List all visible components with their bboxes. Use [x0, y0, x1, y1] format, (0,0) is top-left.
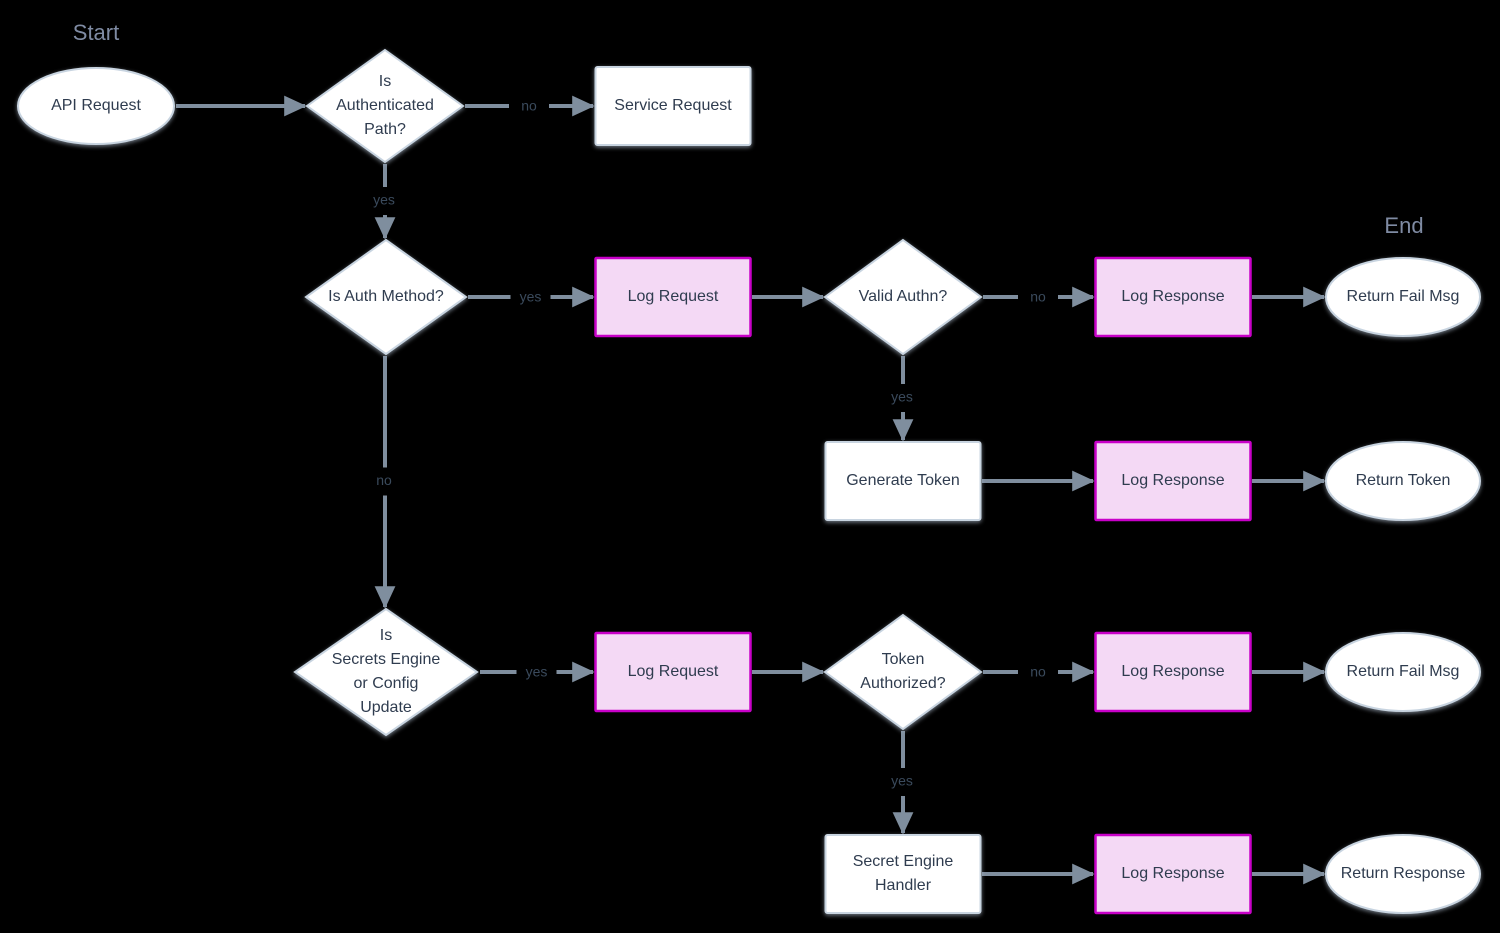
- edge-label: yes: [520, 289, 542, 305]
- node-label: Is: [380, 627, 392, 644]
- node-shape-diamond: [293, 607, 479, 737]
- node-label: Update: [360, 699, 412, 716]
- edge-label: no: [521, 98, 537, 114]
- edge-is-auth-method-to-is-secrets-engine-or-config-update: no: [374, 356, 396, 609]
- end-caption: End: [1384, 213, 1423, 238]
- edge-label: no: [1030, 289, 1046, 305]
- node-shape-diamond: [305, 48, 465, 164]
- node-log-response-token-fail[interactable]: Log Response: [1094, 631, 1252, 713]
- node-label: Secret Engine: [853, 853, 954, 870]
- node-log-response-authn-fail[interactable]: Log Response: [1094, 256, 1252, 338]
- node-label: API Request: [51, 97, 141, 114]
- node-label: Log Request: [628, 288, 719, 305]
- node-shape-rect: [594, 66, 752, 146]
- node-shape-rect: [1094, 631, 1252, 713]
- node-log-response-token[interactable]: Log Response: [1094, 440, 1252, 522]
- edge-is-authenticated-path-to-is-auth-method: yes: [373, 164, 396, 240]
- node-valid-authn[interactable]: Valid Authn?: [823, 238, 983, 356]
- node-log-request-secrets[interactable]: Log Request: [594, 631, 752, 713]
- node-return-fail-msg-token[interactable]: Return Fail Msg: [1325, 632, 1481, 712]
- edge-label: yes: [373, 192, 395, 208]
- node-label: Return Fail Msg: [1347, 663, 1460, 680]
- node-shape-rect: [824, 834, 982, 914]
- node-label: Generate Token: [846, 472, 960, 489]
- node-shape-rect: [594, 631, 752, 713]
- node-shape-rect: [1094, 440, 1252, 522]
- edge-label: yes: [526, 664, 548, 680]
- node-shape-diamond: [304, 238, 468, 356]
- node-service-request[interactable]: Service Request: [594, 66, 752, 146]
- node-label: Log Response: [1121, 288, 1224, 305]
- node-log-response-secret[interactable]: Log Response: [1094, 833, 1252, 915]
- node-label: Log Response: [1121, 865, 1224, 882]
- node-generate-token[interactable]: Generate Token: [824, 441, 982, 521]
- node-shape-rect: [1094, 833, 1252, 915]
- node-shape-diamond: [823, 238, 983, 356]
- node-shape-rect: [824, 441, 982, 521]
- edge-is-secrets-engine-or-config-update-to-log-request-secrets: yes: [480, 661, 595, 683]
- node-label: Handler: [875, 877, 932, 894]
- edge-label: yes: [891, 773, 913, 789]
- node-label: Log Response: [1121, 663, 1224, 680]
- edge-is-auth-method-to-log-request-auth: yes: [468, 286, 595, 308]
- node-label: Secrets Engine: [332, 651, 441, 668]
- node-label: or Config: [354, 675, 419, 692]
- node-label: Is Auth Method?: [328, 288, 444, 305]
- node-shape-rect: [1094, 256, 1252, 338]
- node-shape-ellipse: [1325, 632, 1481, 712]
- edge-token-authorized-to-secret-engine-handler: yes: [891, 731, 914, 835]
- node-label: Path?: [364, 121, 406, 138]
- edge-label: no: [376, 472, 392, 488]
- node-shape-ellipse: [1325, 834, 1481, 914]
- node-label: Valid Authn?: [859, 288, 948, 305]
- node-shape-ellipse: [1325, 441, 1481, 521]
- node-shape-diamond: [823, 613, 983, 731]
- node-label: Authorized?: [860, 675, 945, 692]
- node-label: Authenticated: [336, 97, 434, 114]
- node-shape-ellipse: [1325, 257, 1481, 337]
- node-shape-rect: [594, 256, 752, 338]
- edges-layer: no yes yes no yes no yes no yes: [176, 95, 1326, 885]
- node-is-auth-method[interactable]: Is Auth Method?: [304, 238, 468, 356]
- edge-is-authenticated-path-to-service-request: no: [465, 95, 595, 117]
- node-label: Return Fail Msg: [1347, 288, 1460, 305]
- node-label: Token: [882, 651, 925, 668]
- node-shape-ellipse: [17, 67, 175, 145]
- node-label: Log Request: [628, 663, 719, 680]
- edge-valid-authn-to-generate-token: yes: [891, 356, 914, 442]
- node-return-token[interactable]: Return Token: [1325, 441, 1481, 521]
- node-return-response[interactable]: Return Response: [1325, 834, 1481, 914]
- node-log-request-auth[interactable]: Log Request: [594, 256, 752, 338]
- start-caption: Start: [73, 20, 119, 45]
- node-label: Log Response: [1121, 472, 1224, 489]
- node-label: Service Request: [614, 97, 732, 114]
- edge-label: no: [1030, 664, 1046, 680]
- edge-token-authorized-to-log-response-token-fail: no: [983, 661, 1095, 683]
- edge-valid-authn-to-log-response-authn-fail: no: [983, 286, 1095, 308]
- node-api-request[interactable]: API Request: [17, 67, 175, 145]
- node-label: Is: [379, 73, 391, 90]
- node-label: Return Token: [1356, 472, 1451, 489]
- node-label: Return Response: [1341, 865, 1466, 882]
- edge-label: yes: [891, 389, 913, 405]
- node-return-fail-msg-authn[interactable]: Return Fail Msg: [1325, 257, 1481, 337]
